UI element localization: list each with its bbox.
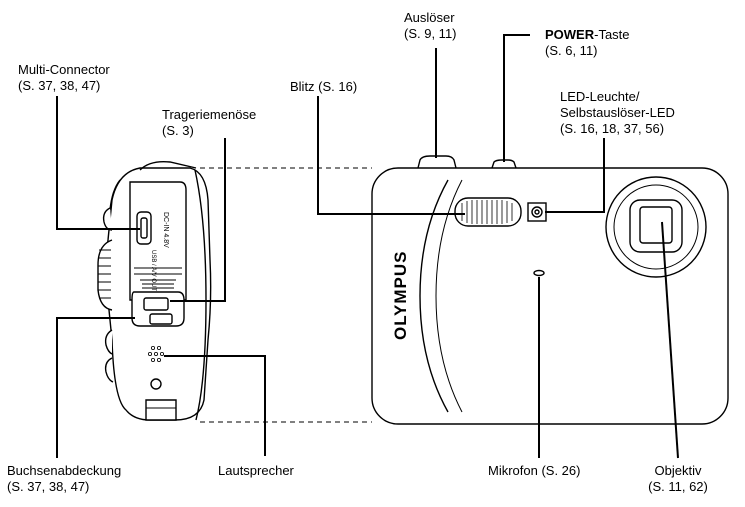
power-taste-ref: (S. 6, 11) — [545, 43, 598, 58]
flash-window — [454, 197, 522, 227]
trageriemenoese-ref: (S. 3) — [162, 123, 194, 138]
multi-connector-ref: (S. 37, 38, 47) — [18, 78, 101, 93]
power-taste-name-bold: POWER — [545, 27, 595, 42]
led-ref: (S. 16, 18, 37, 56) — [560, 121, 665, 136]
label-mikrofon: Mikrofon (S. 26) — [488, 463, 580, 479]
ausloeser-name: Auslöser — [404, 10, 455, 25]
buchsenabdeckung-name: Buchsenabdeckung — [7, 463, 122, 478]
brand-logo: OLYMPUS — [391, 250, 410, 340]
led-name: LED-Leuchte/ — [560, 89, 640, 104]
objektiv-ref: (S. 11, 62) — [648, 479, 708, 494]
label-power-taste: POWER-Taste (S. 6, 11) — [545, 27, 630, 59]
mikrofon-name: Mikrofon (S. 26) — [488, 463, 581, 478]
label-objektiv: Objektiv (S. 11, 62) — [636, 463, 720, 495]
label-trageriemenoese: Trageriemenöse (S. 3) — [162, 107, 256, 139]
microphone-hole — [533, 269, 545, 277]
self-timer-led — [527, 202, 547, 222]
speaker-holes — [147, 345, 164, 362]
strap-eyelet — [131, 291, 185, 327]
label-buchsenabdeckung: Buchsenabdeckung (S. 37, 38, 47) — [7, 463, 121, 495]
leader-lines — [56, 34, 679, 459]
ausloeser-ref: (S. 9, 11) — [404, 26, 457, 41]
label-blitz: Blitz (S. 16) — [290, 79, 357, 95]
camera-side-view — [97, 160, 212, 421]
shutter-button — [417, 155, 457, 169]
blitz-name: Blitz (S. 16) — [290, 79, 358, 94]
projection-lines — [200, 167, 372, 423]
power-taste-name-rest: -Taste — [594, 27, 630, 42]
trageriemenoese-name: Trageriemenöse — [162, 107, 257, 122]
buchsenabdeckung-ref: (S. 37, 38, 47) — [7, 479, 90, 494]
objektiv-name: Objektiv — [654, 463, 702, 478]
label-multi-connector: Multi-Connector (S. 37, 38, 47) — [18, 62, 110, 94]
lens — [605, 176, 707, 278]
label-lautsprecher: Lautsprecher — [218, 463, 294, 479]
side-usb-label: USB / A/V OUT — [150, 250, 156, 291]
led-name2: Selbstauslöser-LED — [560, 105, 675, 120]
multi-connector-name: Multi-Connector — [18, 62, 110, 77]
side-port-label: DC-IN 4.8V — [162, 212, 169, 248]
label-ausloeser: Auslöser (S. 9, 11) — [404, 10, 457, 42]
label-led: LED-Leuchte/ Selbstauslöser-LED (S. 16, … — [560, 89, 675, 137]
lautsprecher-name: Lautsprecher — [218, 463, 294, 478]
camera-front-view — [371, 155, 729, 425]
